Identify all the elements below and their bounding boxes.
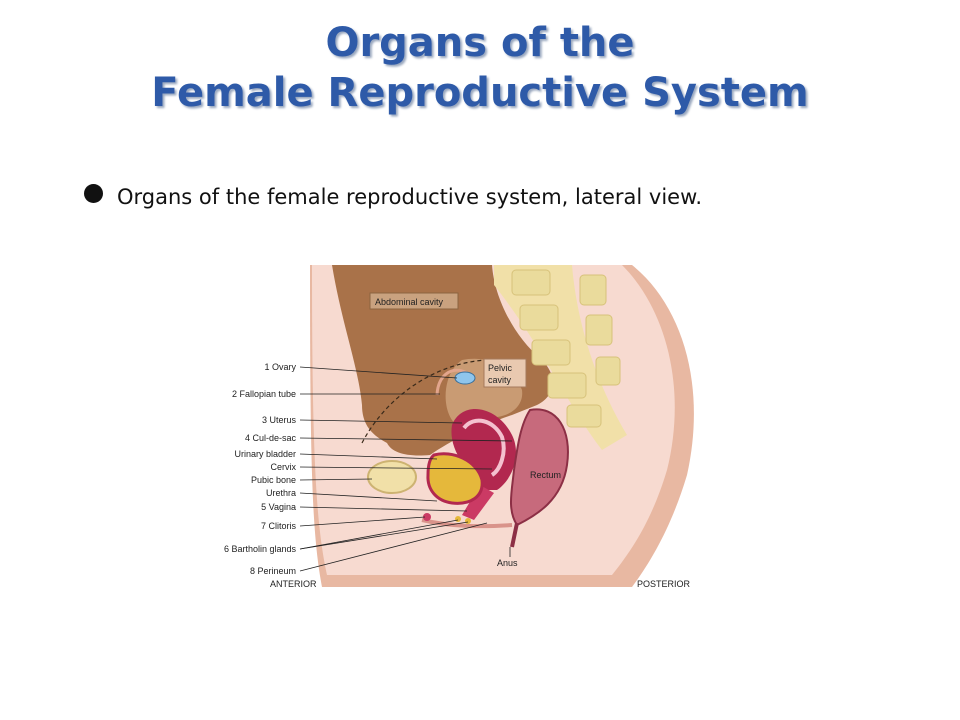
leader-labels: 1 Ovary 2 Fallopian tube 3 Uterus 4 Cul-… (224, 362, 297, 576)
label-urinary-bladder: Urinary bladder (234, 449, 296, 459)
vagina (462, 485, 494, 520)
ovary (454, 371, 476, 385)
label-uterus: 3 Uterus (262, 415, 297, 425)
clitoris (423, 513, 431, 521)
rectum-label: Rectum (530, 470, 561, 480)
title-line-1: Organs of the (325, 20, 635, 66)
anterior-label: ANTERIOR (270, 579, 317, 589)
bullet-text: Organs of the female reproductive system… (117, 185, 703, 209)
bullet-point: Organs of the female reproductive system… (84, 180, 784, 215)
bartholin-gland-b (465, 518, 471, 524)
label-vagina: 5 Vagina (261, 502, 296, 512)
uterus-inner (462, 418, 506, 477)
abdominal-cavity-label: Abdominal cavity (375, 297, 444, 307)
abdominal-label-box (369, 292, 459, 310)
perineum (421, 518, 513, 529)
label-urethra: Urethra (266, 488, 296, 498)
label-pubic-bone: Pubic bone (251, 475, 296, 485)
bullet-dot-icon (84, 184, 103, 203)
label-cervix: Cervix (270, 462, 296, 472)
label-fallopian-tube: 2 Fallopian tube (232, 389, 296, 399)
pelvic-label-line1: Pelvic (488, 363, 513, 373)
pelvic-boundary (361, 359, 508, 444)
label-cul-de-sac: 4 Cul-de-sac (245, 433, 297, 443)
bartholin-gland-a (455, 516, 461, 522)
rectum-shape (510, 408, 569, 527)
pelvic-label-line2: cavity (488, 375, 512, 385)
anatomy-diagram: Abdominal cavity Pelvic cavity Rectum An… (224, 265, 694, 589)
label-bartholin-glands: 6 Bartholin glands (224, 544, 297, 554)
label-ovary: 1 Ovary (264, 362, 296, 372)
pelvic-label-box (483, 358, 527, 388)
spine (494, 265, 627, 450)
posterior-label: POSTERIOR (637, 579, 691, 589)
fallopian-tube (435, 368, 468, 396)
anal-canal (510, 522, 519, 548)
leader-lines (299, 366, 513, 572)
label-perineum: 8 Perineum (250, 566, 296, 576)
slide-title: Organs of the Female Reproductive System (0, 18, 960, 118)
label-clitoris: 7 Clitoris (261, 521, 297, 531)
urinary-bladder (426, 452, 484, 505)
title-line-2: Female Reproductive System (151, 70, 809, 116)
pubic-bone (367, 460, 417, 494)
anus-label: Anus (497, 558, 518, 568)
